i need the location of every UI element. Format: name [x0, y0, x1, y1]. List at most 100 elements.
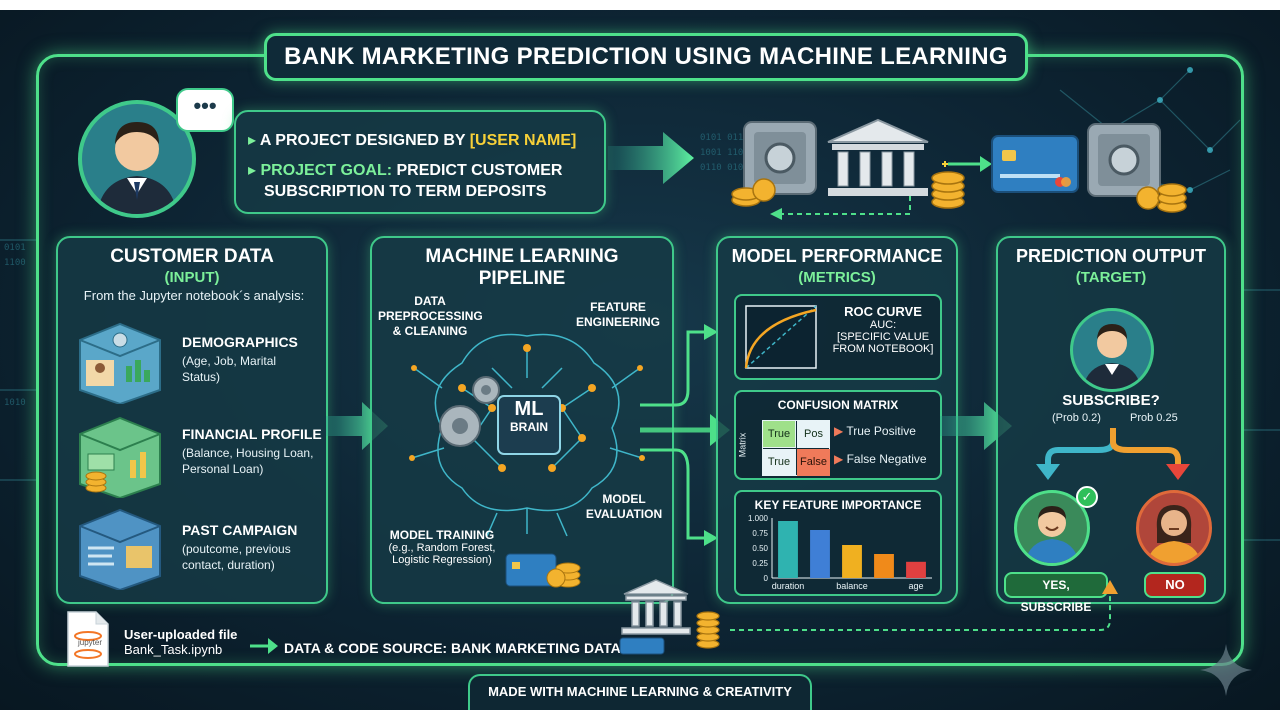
goal-label: PROJECT GOAL:: [260, 162, 393, 179]
brain-label-2: BRAIN: [510, 420, 548, 434]
roc-title: ROC CURVE: [844, 304, 922, 319]
brain-label-1: ML: [514, 398, 544, 420]
training-title: MODEL TRAINING: [389, 528, 495, 542]
cm-cell-pos: Pos: [797, 421, 830, 448]
feature-importance-title: KEY FEATURE IMPORTANCE: [754, 498, 922, 512]
past-campaign-line-1: (poutcome, previous: [182, 542, 291, 556]
preprocessing-line-3: & CLEANING: [392, 324, 468, 338]
demographics-line-1: (Age, Job, Marital: [182, 354, 277, 368]
file-label: User-uploaded file: [124, 627, 238, 642]
pipeline-title-line-2: PIPELINE: [478, 268, 566, 289]
past-campaign-line-2: contact, duration): [182, 558, 275, 572]
preprocessing-line-1: DATA: [414, 294, 446, 308]
svg-text:1010: 1010: [4, 398, 26, 408]
probability-right: Prob 0.25: [1130, 412, 1178, 424]
page-title: BANK MARKETING PREDICTION USING MACHINE …: [284, 43, 1008, 70]
financial-profile-title: FINANCIAL PROFILE: [182, 426, 322, 442]
feature-bar: [906, 561, 926, 578]
roc-curve-graphic: [744, 305, 817, 369]
financial-profile-icon: [79, 416, 161, 498]
performance-title: MODEL PERFORMANCE: [731, 246, 943, 266]
no-label: NO: [1144, 572, 1206, 598]
performance-subtitle: (METRICS): [798, 269, 876, 286]
branch-arrows-icon: [1036, 428, 1190, 480]
credit-card-vault-icons: [991, 123, 1187, 213]
designed-by-name: [USER NAME]: [469, 132, 577, 149]
bottom-dashed-connector: [619, 579, 1118, 655]
feature-bar: [810, 530, 830, 578]
y-tick-label: 0.75: [752, 529, 768, 538]
output-title: PREDICTION OUTPUT: [1015, 246, 1206, 266]
sparkle-icon: [1200, 644, 1252, 696]
yes-subscribe-label: YES, SUBSCRIBE: [1004, 572, 1108, 614]
feature-bar: [842, 545, 862, 578]
legend-arrow-icon: ▶: [834, 452, 847, 466]
speech-bubble-icon: •••: [176, 88, 234, 132]
designed-by-label: A PROJECT DESIGNED BY: [259, 132, 470, 149]
feature-bar: [874, 554, 894, 578]
confusion-matrix-box: CONFUSION MATRIX Matrix True Pos True Fa…: [734, 390, 942, 480]
bullet-arrow-icon: ▸: [248, 162, 261, 179]
cm-legend-true-positive: True Positive: [846, 424, 916, 438]
cm-cell-true: True: [763, 449, 796, 476]
cm-cell-true-positive: True: [763, 421, 796, 448]
goal-text-2: SUBSCRIPTION TO TERM DEPOSITS: [264, 183, 547, 200]
training-line-2: (e.g., Random Forest,: [388, 542, 496, 554]
customer-data-subtitle: (INPUT): [164, 269, 220, 286]
evaluation-line-2: EVALUATION: [585, 507, 663, 521]
demographics-title: DEMOGRAPHICS: [182, 334, 298, 350]
y-tick-label: 0: [764, 574, 769, 583]
feature-engineering-line-1: FEATURE: [590, 300, 646, 314]
cm-legend-false-negative: False Negative: [846, 452, 927, 466]
jupyter-file-icon: [67, 611, 109, 667]
goal-text-1: PREDICT CUSTOMER: [392, 162, 563, 179]
arrow-right-icon: [250, 638, 278, 654]
cm-cell-false: False: [797, 449, 830, 476]
arrow-to-output-icon: [940, 402, 1012, 450]
preprocessing-line-2: PREPROCESSING: [378, 309, 483, 323]
arrow-right-icon: [608, 132, 694, 184]
legend-arrow-icon: ▶: [834, 424, 847, 438]
subscribe-question: SUBSCRIBE?: [1062, 392, 1160, 409]
made-with-badge: MADE WITH MACHINE LEARNING & CREATIVITY: [468, 674, 812, 710]
output-subtitle: (TARGET): [1075, 269, 1147, 286]
header-title-box: BANK MARKETING PREDICTION USING MACHINE …: [264, 33, 1028, 81]
pipeline-title-line-1: MACHINE LEARNING: [425, 246, 619, 267]
bank-vault-icons: [731, 118, 965, 209]
card-coins-icon: [505, 553, 581, 588]
customer-data-panel: CUSTOMER DATA (INPUT) From the Jupyter n…: [56, 236, 328, 604]
customer-avatar: [1070, 308, 1154, 392]
x-tick-label: balance: [836, 581, 868, 591]
probability-left: (Prob 0.2): [1052, 412, 1101, 424]
jupyter-label: jupyter: [77, 638, 102, 647]
feature-engineering-line-2: ENGINEERING: [575, 315, 660, 329]
financial-profile-line-2: Personal Loan): [182, 462, 264, 476]
y-tick-label: 0.50: [752, 544, 768, 553]
roc-value-line-2: FROM NOTEBOOK]: [832, 343, 934, 355]
svg-text:0101 0110: 0101 0110: [700, 133, 749, 143]
customer-data-intro: From the Jupyter notebook´s analysis:: [83, 288, 305, 303]
check-icon: ✓: [1076, 486, 1098, 508]
svg-text:1001 1101: 1001 1101: [700, 148, 749, 158]
roc-value-line-1: [SPECIFIC VALUE: [836, 331, 930, 343]
model-performance-panel: MODEL PERFORMANCE (METRICS) ROC CURVE AU…: [716, 236, 958, 604]
svg-text:0110 0101: 0110 0101: [700, 163, 749, 173]
no-avatar: [1136, 490, 1212, 566]
financial-profile-line-1: (Balance, Housing Loan,: [182, 446, 314, 460]
ml-pipeline-panel: MACHINE LEARNING PIPELINE DATA PREPROCES…: [370, 236, 674, 604]
svg-text:1100: 1100: [4, 258, 26, 268]
file-name: Bank_Task.ipynb: [124, 642, 223, 657]
y-tick-label: 1.000: [748, 514, 769, 523]
made-with-label: MADE WITH MACHINE LEARNING & CREATIVITY: [488, 684, 792, 699]
customer-data-title: CUSTOMER DATA: [110, 246, 274, 267]
past-campaign-title: PAST CAMPAIGN: [182, 522, 298, 538]
roc-auc-label: AUC:: [869, 319, 897, 331]
demographics-icon: [79, 322, 161, 404]
feature-bar: [778, 521, 798, 578]
y-tick-label: 0.25: [752, 559, 768, 568]
roc-curve-box: ROC CURVE AUC: [SPECIFIC VALUE FROM NOTE…: [734, 294, 942, 380]
small-arrow-icon: [948, 156, 992, 172]
demographics-line-2: Status): [182, 370, 221, 384]
